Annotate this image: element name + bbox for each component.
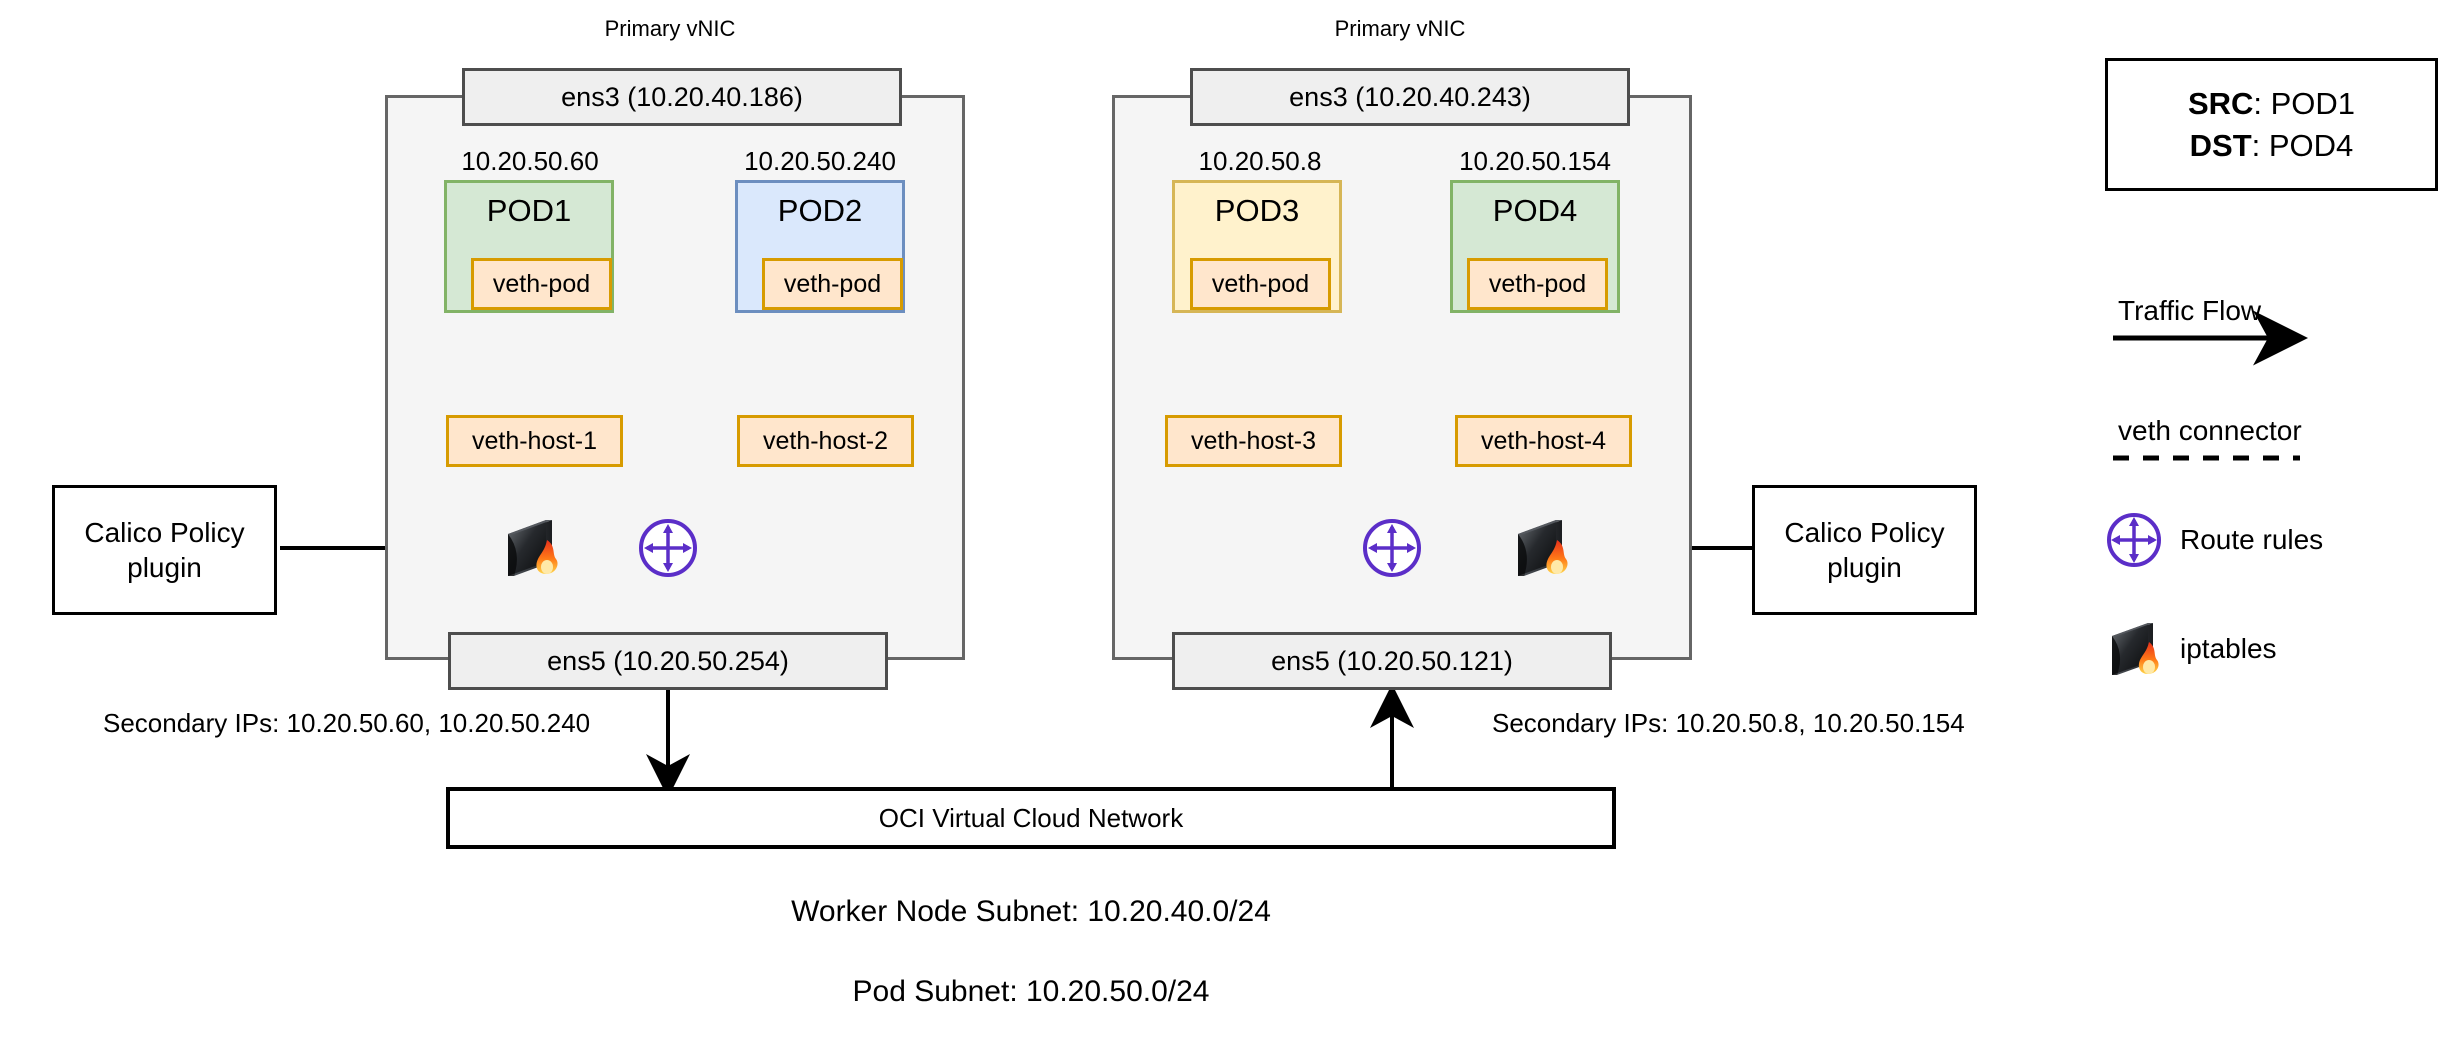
node-1-vnic-caption: Primary vNIC <box>604 16 736 41</box>
worker-node-subnet-note: Worker Node Subnet: 10.20.40.0/24 <box>791 895 1271 928</box>
pod2-name: POD2 <box>777 193 863 228</box>
veth-host-3-box[interactable]: veth-host-3 <box>1165 415 1342 467</box>
legend-route-rules-icon <box>2106 512 2162 568</box>
node-1-secondary-ips: Secondary IPs: 10.20.50.60, 10.20.50.240 <box>103 708 591 738</box>
pod4-veth-pod[interactable]: veth-pod <box>1467 258 1608 310</box>
calico-right-line2: plugin <box>1827 552 1902 583</box>
pod3-ip-label: 10.20.50.8 <box>1198 146 1322 176</box>
pod3-name: POD3 <box>1214 193 1300 228</box>
calico-policy-plugin-left[interactable]: Calico Policy plugin <box>52 485 277 615</box>
node-2-secondary-ips: Secondary IPs: 10.20.50.8, 10.20.50.154 <box>1492 708 1965 738</box>
src-key: SRC <box>2187 85 2254 121</box>
calico-left-line2: plugin <box>127 552 202 583</box>
pod3-veth-pod[interactable]: veth-pod <box>1190 258 1331 310</box>
node-2-vnic-caption: Primary vNIC <box>1334 16 1466 41</box>
calico-right-line1: Calico Policy <box>1784 517 1945 548</box>
calico-policy-plugin-right[interactable]: Calico Policy plugin <box>1752 485 1977 615</box>
node-2-ens3-box[interactable]: ens3 (10.20.40.243) <box>1190 68 1630 126</box>
legend-iptables-icon <box>2104 615 2172 683</box>
iptables-icon-right[interactable] <box>1510 512 1582 584</box>
veth-host-4-box[interactable]: veth-host-4 <box>1455 415 1632 467</box>
veth-host-1-box[interactable]: veth-host-1 <box>446 415 623 467</box>
dst-line: DST: POD4 <box>2188 125 2355 167</box>
pod1-veth-pod[interactable]: veth-pod <box>471 258 612 310</box>
route-rules-icon-right[interactable] <box>1362 518 1422 578</box>
src-value: : POD1 <box>2253 85 2356 121</box>
oci-vcn-box[interactable]: OCI Virtual Cloud Network <box>446 787 1616 849</box>
dst-key: DST <box>2189 127 2252 163</box>
veth-host-2-box[interactable]: veth-host-2 <box>737 415 914 467</box>
legend-iptables-label: iptables <box>2180 633 2277 664</box>
node-1-ens3-box[interactable]: ens3 (10.20.40.186) <box>462 68 902 126</box>
legend-route-rules-label: Route rules <box>2180 524 2324 555</box>
pod4-ip-label: 10.20.50.154 <box>1459 146 1611 176</box>
pod4-name: POD4 <box>1492 193 1578 228</box>
pod-subnet-note: Pod Subnet: 10.20.50.0/24 <box>852 975 1210 1008</box>
src-line: SRC: POD1 <box>2188 83 2355 125</box>
iptables-icon[interactable] <box>500 512 572 584</box>
legend-traffic-flow-label: Traffic Flow <box>2118 295 2262 326</box>
src-dst-legend-box: SRC: POD1 DST: POD4 <box>2105 58 2438 191</box>
pod1-ip-label: 10.20.50.60 <box>461 146 599 176</box>
dst-value: : POD4 <box>2251 127 2354 163</box>
pod1-name: POD1 <box>486 193 572 228</box>
legend-veth-connector-label: veth connector <box>2118 415 2302 446</box>
calico-left-line1: Calico Policy <box>84 517 245 548</box>
pod2-ip-label: 10.20.50.240 <box>744 146 896 176</box>
node-1-ens5-box[interactable]: ens5 (10.20.50.254) <box>448 632 888 690</box>
pod2-veth-pod[interactable]: veth-pod <box>762 258 903 310</box>
route-rules-icon[interactable] <box>638 518 698 578</box>
node-2-ens5-box[interactable]: ens5 (10.20.50.121) <box>1172 632 1612 690</box>
